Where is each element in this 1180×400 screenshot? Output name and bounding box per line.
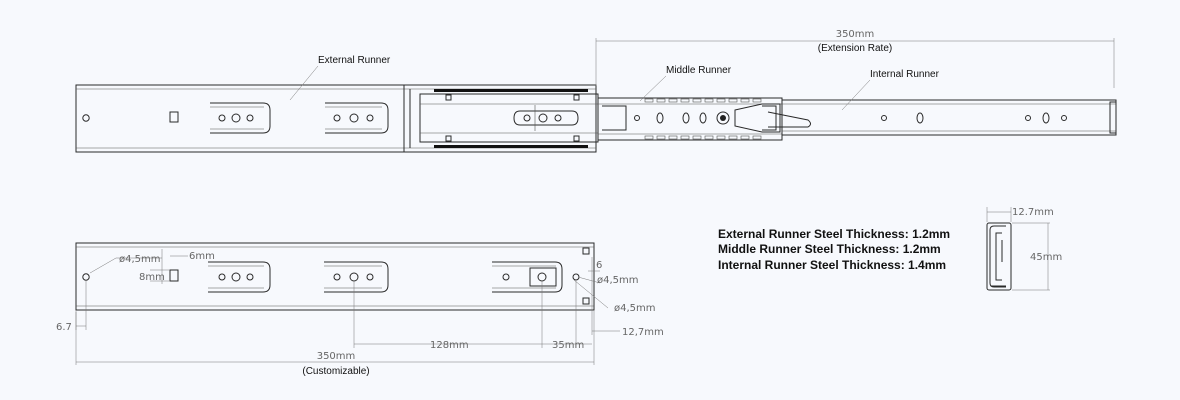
internal-thickness-note: Internal Runner Steel Thickness: 1.4mm (718, 258, 946, 272)
dim-12-7mm: 12,7mm (622, 327, 664, 338)
left-hole-diameter: ø4,5mm (119, 254, 161, 265)
bottom-view-runner (75, 242, 595, 311)
customizable-note: (Customizable) (302, 366, 369, 377)
extension-dimension: 350mm (Extension Rate) (595, 29, 1115, 88)
external-runner-label: External Runner (318, 55, 391, 66)
internal-runner-label: Internal Runner (870, 69, 940, 80)
middle-runner-label: Middle Runner (666, 65, 732, 76)
thickness-notes: External Runner Steel Thickness: 1.2mm M… (718, 227, 950, 272)
middle-thickness-note: Middle Runner Steel Thickness: 1.2mm (718, 242, 941, 256)
dim-8mm: 8mm (139, 272, 165, 283)
ball-cage-slots (644, 98, 762, 140)
profile-height: 45mm (1030, 252, 1062, 263)
dim-6mm: 6mm (189, 251, 215, 262)
external-thickness-note: External Runner Steel Thickness: 1.2mm (718, 227, 950, 241)
runner-labels: External Runner Middle Runner Internal R… (289, 55, 940, 111)
middle-runner (419, 89, 811, 148)
dim-6-7: 6.7 (56, 322, 72, 333)
dim-35mm: 35mm (552, 340, 584, 351)
profile-section: 12.7mm 45mm (986, 207, 1062, 291)
right-hole-diameter-a: ø4,5mm (597, 275, 639, 286)
overall-length: 350mm (317, 351, 356, 362)
internal-runner (781, 99, 1117, 136)
bottom-dimensions: ø4,5mm 6mm 8mm 6 ø4,5mm ø4,5mm 6.7 128mm… (56, 249, 664, 377)
dim-6: 6 (596, 260, 602, 271)
right-hole-diameter-b: ø4,5mm (614, 303, 656, 314)
top-view-assembly (75, 84, 1117, 153)
dim-128mm: 128mm (430, 340, 469, 351)
profile-width: 12.7mm (1012, 207, 1054, 218)
extension-rate-note: (Extension Rate) (818, 43, 892, 54)
extension-length: 350mm (836, 29, 875, 40)
